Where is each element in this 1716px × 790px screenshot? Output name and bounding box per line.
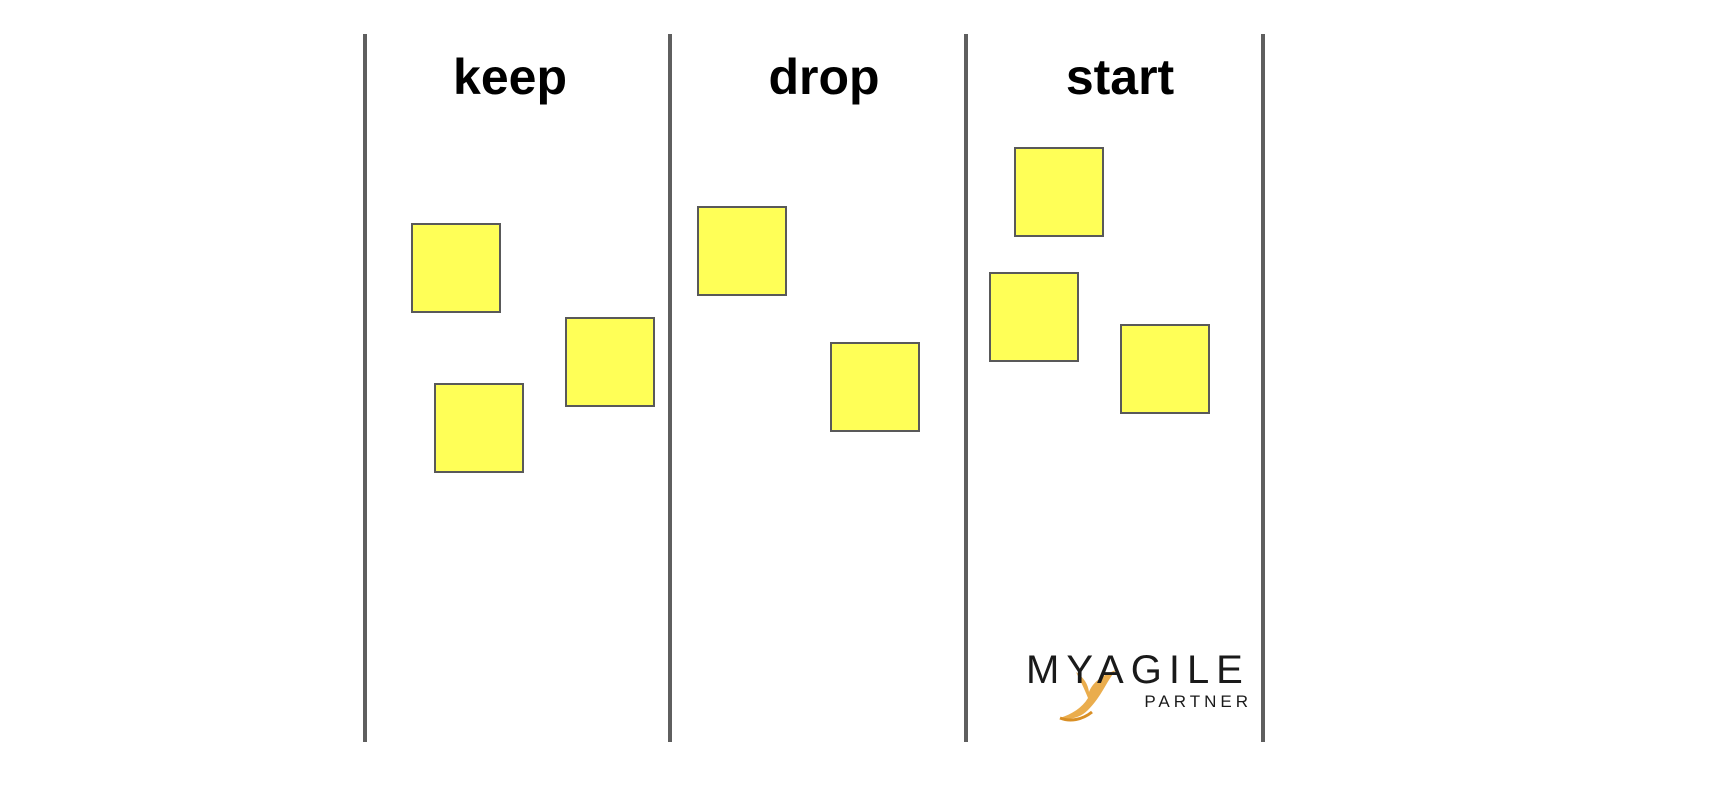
column-divider-2 bbox=[964, 34, 968, 742]
logo-wordmark: MYAGILE bbox=[1026, 648, 1250, 692]
column-title-start: start bbox=[1065, 49, 1175, 105]
swoosh-icon bbox=[1059, 670, 1116, 722]
column-divider-right bbox=[1261, 34, 1265, 742]
sticky-note-keep-3[interactable] bbox=[434, 383, 524, 473]
column-divider-left bbox=[363, 34, 367, 742]
column-title-drop: drop bbox=[768, 49, 880, 105]
sticky-note-start-2[interactable] bbox=[989, 272, 1079, 362]
sticky-note-drop-1[interactable] bbox=[697, 206, 787, 296]
sticky-note-start-3[interactable] bbox=[1120, 324, 1210, 414]
sticky-note-drop-2[interactable] bbox=[830, 342, 920, 432]
sticky-note-keep-1[interactable] bbox=[411, 223, 501, 313]
sticky-note-start-1[interactable] bbox=[1014, 147, 1104, 237]
column-divider-1 bbox=[668, 34, 672, 742]
myagile-partner-logo: MYAGILE PARTNER bbox=[1026, 648, 1256, 728]
column-title-keep: keep bbox=[453, 49, 567, 105]
logo-subtitle: PARTNER bbox=[1144, 692, 1252, 711]
sticky-note-keep-2[interactable] bbox=[565, 317, 655, 407]
